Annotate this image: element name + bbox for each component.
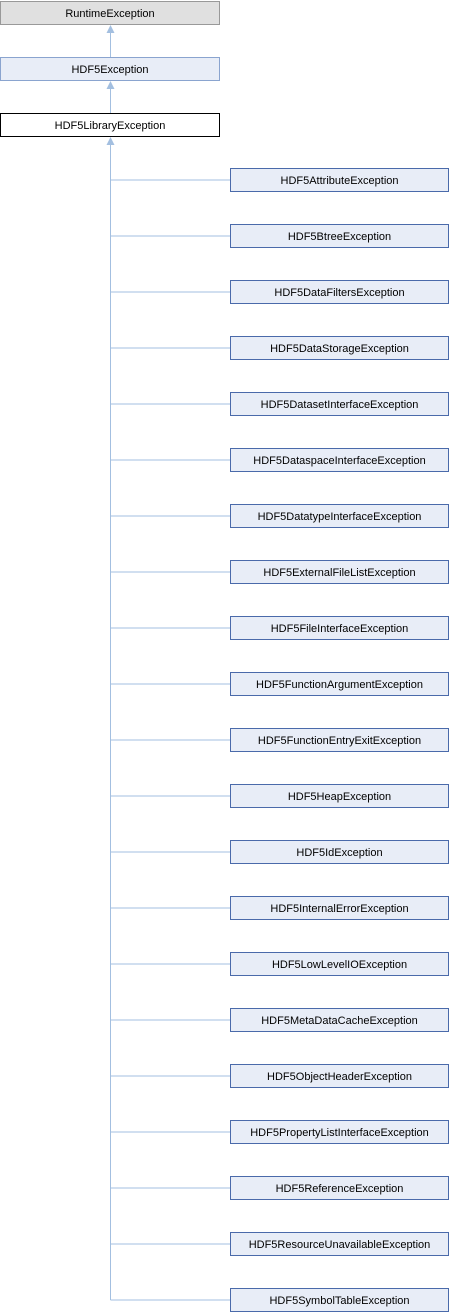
node-hdf5-resource-unavailable-exception-label: HDF5ResourceUnavailableException [249,1239,431,1251]
node-runtime-exception-box [0,1,220,25]
arrow-parent [106,81,115,89]
node-hdf5-btree-exception[interactable]: HDF5BtreeException [230,224,449,248]
node-hdf5-reference-exception-box [230,1176,449,1200]
node-hdf5-library-exception-box [0,113,220,137]
node-hdf5-function-entry-exit-exception[interactable]: HDF5FunctionEntryExitException [230,728,449,752]
node-hdf5-exception[interactable]: HDF5Exception [0,57,220,81]
node-hdf5-datatype-interface-exception-label: HDF5DatatypeInterfaceException [258,511,422,523]
node-hdf5-btree-exception-box [230,224,449,248]
arrow-current [106,137,115,145]
node-hdf5-file-interface-exception-label: HDF5FileInterfaceException [271,623,409,635]
node-hdf5-data-filters-exception-box [230,280,449,304]
node-hdf5-dataspace-interface-exception-label: HDF5DataspaceInterfaceException [253,455,425,467]
edges [106,25,230,1301]
node-hdf5-resource-unavailable-exception[interactable]: HDF5ResourceUnavailableException [230,1232,449,1256]
node-hdf5-meta-data-cache-exception[interactable]: HDF5MetaDataCacheException [230,1008,449,1032]
node-hdf5-internal-error-exception-box [230,896,449,920]
node-hdf5-dataspace-interface-exception-box [230,448,449,472]
node-hdf5-data-filters-exception-label: HDF5DataFiltersException [274,287,404,299]
node-hdf5-dataset-interface-exception-box [230,392,449,416]
node-hdf5-reference-exception-label: HDF5ReferenceException [276,1183,404,1195]
node-hdf5-low-level-io-exception-box [230,952,449,976]
node-hdf5-object-header-exception-box [230,1064,449,1088]
node-hdf5-heap-exception-label: HDF5HeapException [288,791,391,803]
node-hdf5-internal-error-exception-label: HDF5InternalErrorException [270,903,408,915]
node-hdf5-exception-label: HDF5Exception [71,64,148,76]
node-hdf5-attribute-exception-box [230,168,449,192]
node-hdf5-library-exception[interactable]: HDF5LibraryException [0,113,220,137]
node-hdf5-property-list-interface-exception[interactable]: HDF5PropertyListInterfaceException [230,1120,449,1144]
node-hdf5-resource-unavailable-exception-box [230,1232,449,1256]
node-hdf5-function-argument-exception-box [230,672,449,696]
node-hdf5-low-level-io-exception-label: HDF5LowLevelIOException [272,959,407,971]
node-runtime-exception-label: RuntimeException [65,8,154,20]
node-hdf5-dataset-interface-exception-label: HDF5DatasetInterfaceException [261,399,419,411]
node-hdf5-file-interface-exception-box [230,616,449,640]
node-hdf5-reference-exception[interactable]: HDF5ReferenceException [230,1176,449,1200]
node-hdf5-attribute-exception-label: HDF5AttributeException [281,175,399,187]
node-hdf5-data-filters-exception[interactable]: HDF5DataFiltersException [230,280,449,304]
node-hdf5-data-storage-exception-box [230,336,449,360]
node-hdf5-function-argument-exception-label: HDF5FunctionArgumentException [256,679,423,691]
node-hdf5-symbol-table-exception-label: HDF5SymbolTableException [269,1295,409,1307]
node-hdf5-dataspace-interface-exception[interactable]: HDF5DataspaceInterfaceException [230,448,449,472]
node-hdf5-property-list-interface-exception-label: HDF5PropertyListInterfaceException [250,1127,429,1139]
node-hdf5-symbol-table-exception[interactable]: HDF5SymbolTableException [230,1288,449,1312]
node-hdf5-external-file-list-exception-box [230,560,449,584]
node-runtime-exception[interactable]: RuntimeException [0,1,220,25]
node-hdf5-meta-data-cache-exception-box [230,1008,449,1032]
node-hdf5-file-interface-exception[interactable]: HDF5FileInterfaceException [230,616,449,640]
node-hdf5-object-header-exception[interactable]: HDF5ObjectHeaderException [230,1064,449,1088]
node-hdf5-data-storage-exception-label: HDF5DataStorageException [270,343,409,355]
node-hdf5-heap-exception-box [230,784,449,808]
arrow-root [106,25,115,33]
node-hdf5-internal-error-exception[interactable]: HDF5InternalErrorException [230,896,449,920]
node-hdf5-library-exception-label: HDF5LibraryException [55,120,166,132]
node-hdf5-btree-exception-label: HDF5BtreeException [288,231,391,243]
node-hdf5-id-exception-box [230,840,449,864]
node-hdf5-low-level-io-exception[interactable]: HDF5LowLevelIOException [230,952,449,976]
node-hdf5-function-argument-exception[interactable]: HDF5FunctionArgumentException [230,672,449,696]
node-hdf5-id-exception[interactable]: HDF5IdException [230,840,449,864]
node-hdf5-id-exception-label: HDF5IdException [296,847,382,859]
node-hdf5-datatype-interface-exception[interactable]: HDF5DatatypeInterfaceException [230,504,449,528]
node-hdf5-external-file-list-exception-label: HDF5ExternalFileListException [263,567,415,579]
node-hdf5-external-file-list-exception[interactable]: HDF5ExternalFileListException [230,560,449,584]
node-hdf5-object-header-exception-label: HDF5ObjectHeaderException [267,1071,412,1083]
node-hdf5-function-entry-exit-exception-box [230,728,449,752]
node-hdf5-data-storage-exception[interactable]: HDF5DataStorageException [230,336,449,360]
node-hdf5-property-list-interface-exception-box [230,1120,449,1144]
node-hdf5-function-entry-exit-exception-label: HDF5FunctionEntryExitException [258,735,421,747]
node-hdf5-meta-data-cache-exception-label: HDF5MetaDataCacheException [261,1015,418,1027]
node-hdf5-heap-exception[interactable]: HDF5HeapException [230,784,449,808]
node-hdf5-attribute-exception[interactable]: HDF5AttributeException [230,168,449,192]
node-hdf5-dataset-interface-exception[interactable]: HDF5DatasetInterfaceException [230,392,449,416]
node-hdf5-exception-box [0,57,220,81]
node-hdf5-datatype-interface-exception-box [230,504,449,528]
